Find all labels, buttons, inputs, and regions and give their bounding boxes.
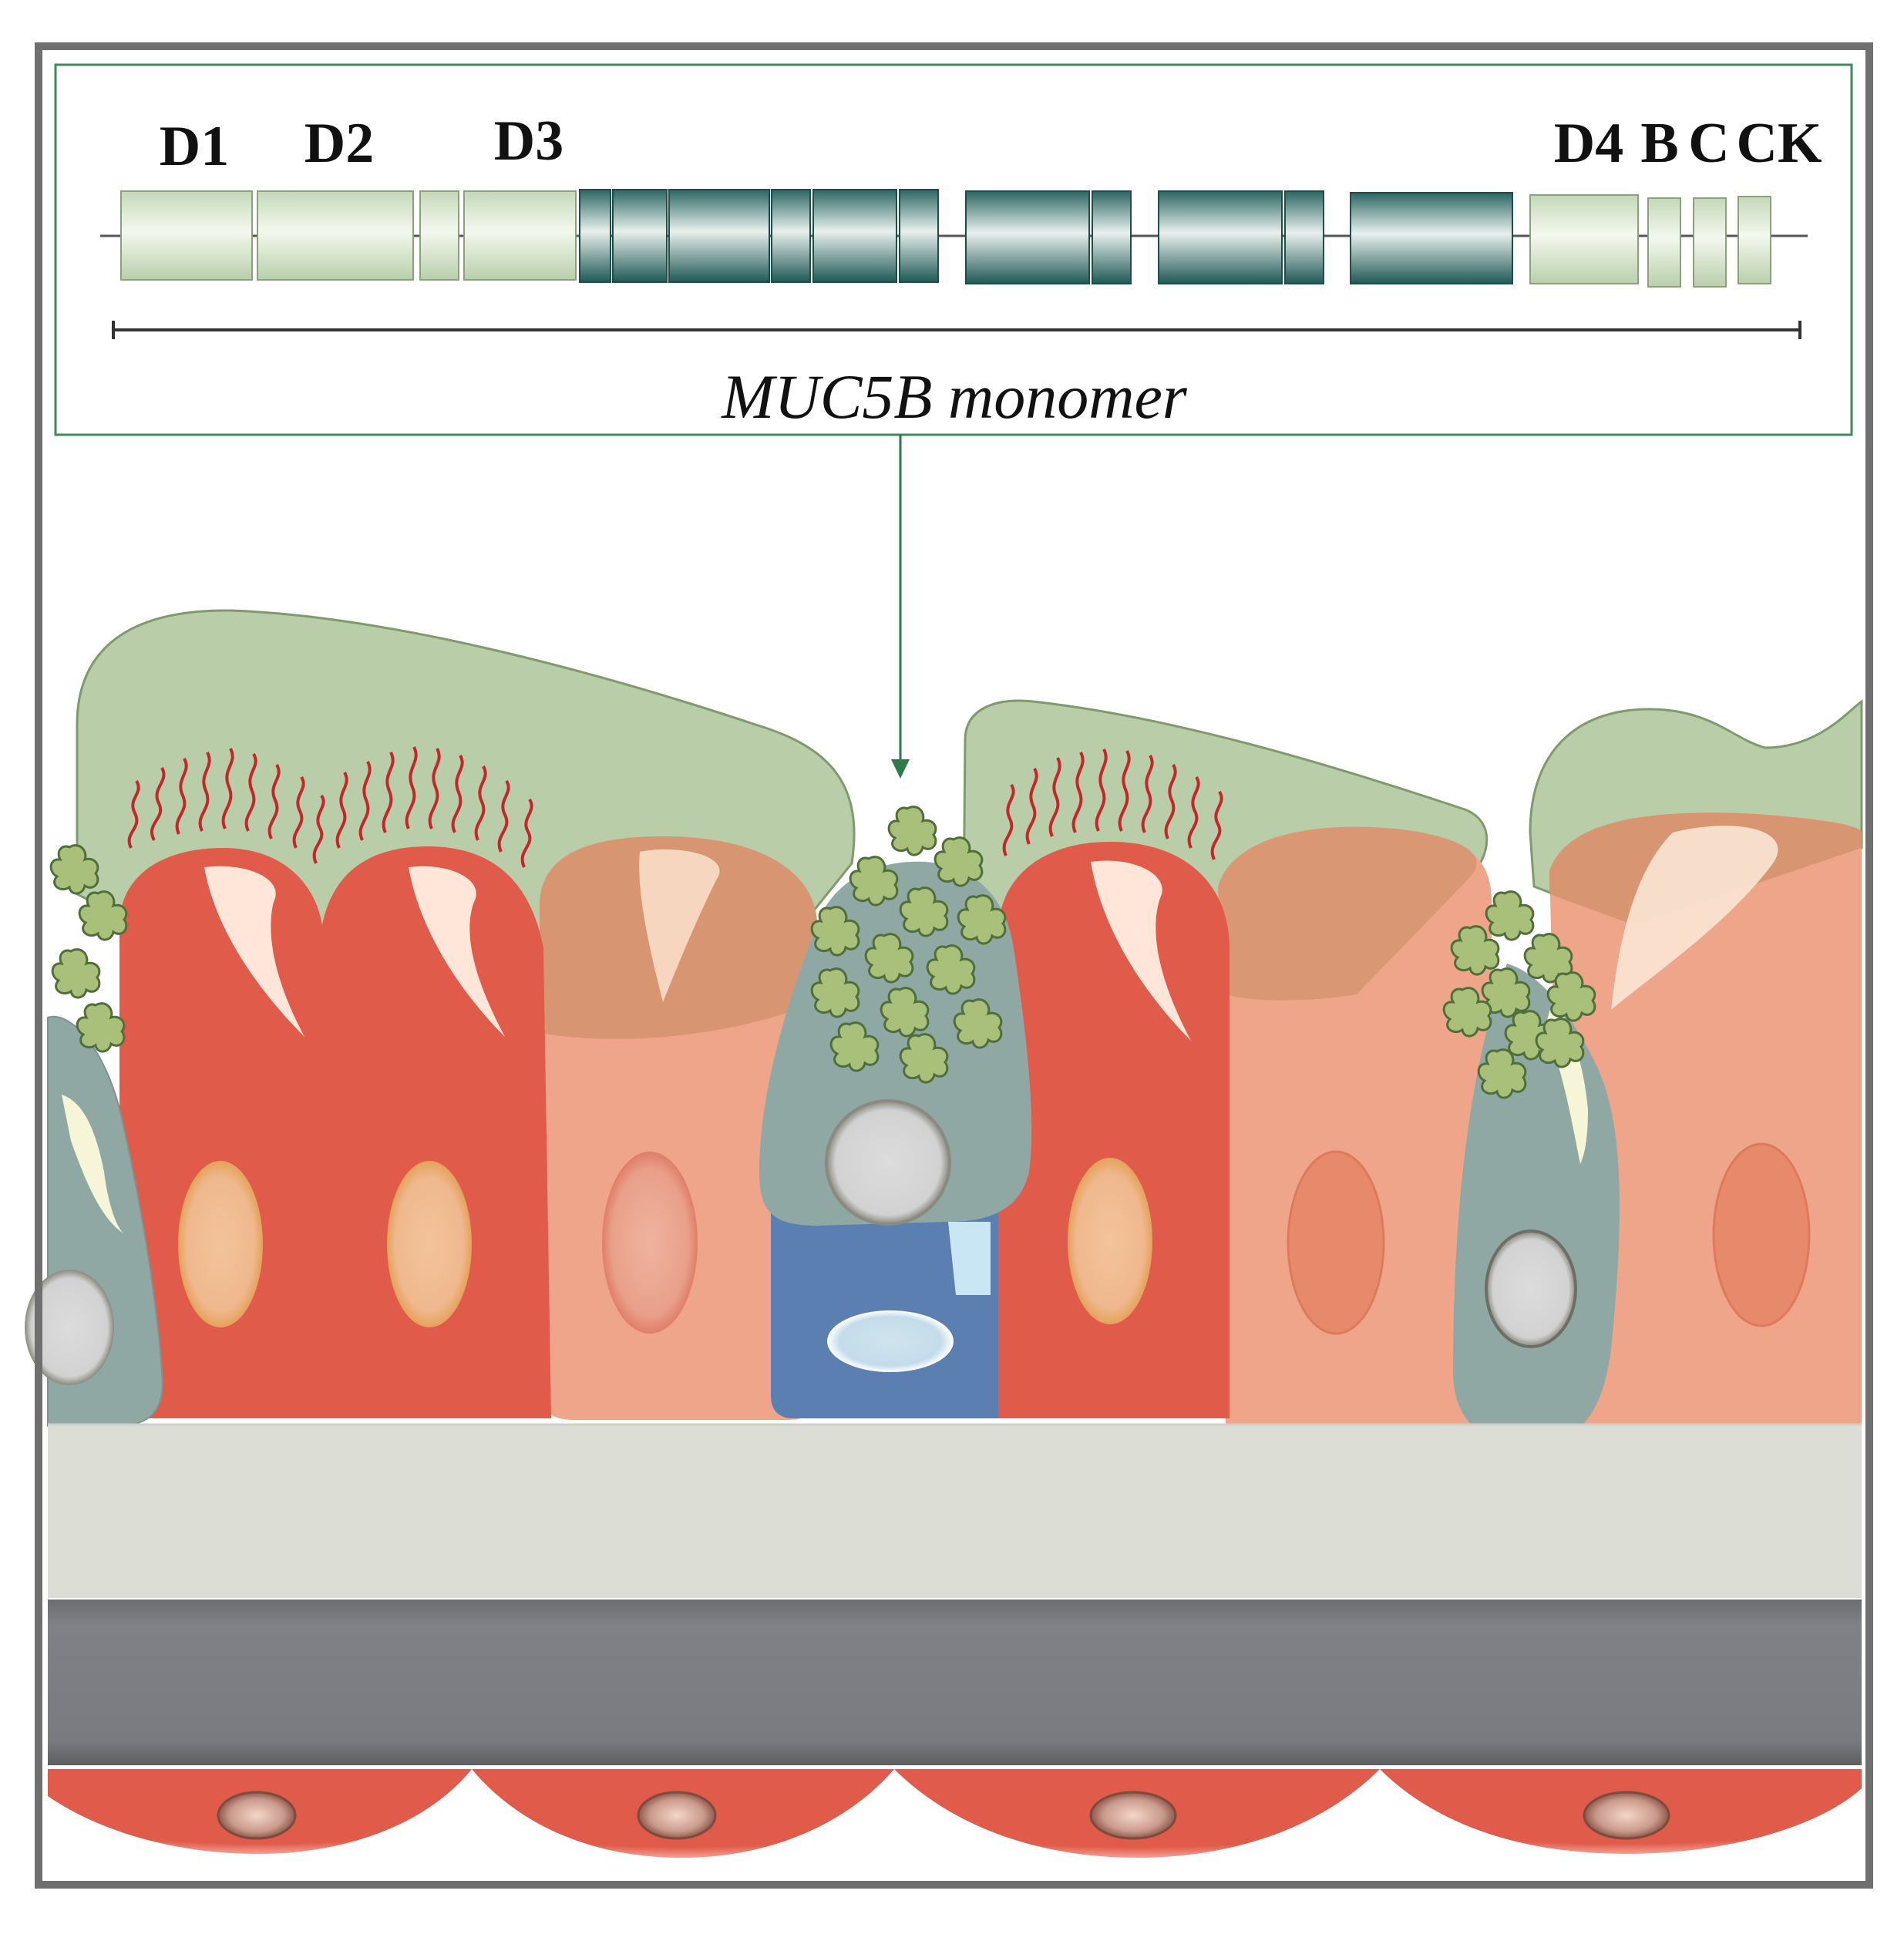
mucin-segment bbox=[965, 190, 1090, 284]
goblet-nucleus bbox=[1485, 1230, 1577, 1348]
basal-nucleus bbox=[827, 1310, 954, 1372]
bottom-nucleus bbox=[217, 1791, 297, 1840]
mucin-segment bbox=[668, 189, 770, 283]
mucin-segment bbox=[812, 189, 897, 283]
domain-d3 bbox=[463, 190, 577, 281]
label-b: B bbox=[1640, 112, 1678, 175]
ciliated-nucleus bbox=[1068, 1158, 1152, 1324]
label-d1: D1 bbox=[160, 115, 229, 178]
domain-d2 bbox=[257, 190, 414, 281]
domain-b bbox=[1647, 197, 1681, 288]
domain-d-prime bbox=[419, 190, 459, 281]
ciliated-cell bbox=[119, 846, 551, 1418]
label-ck: CK bbox=[1737, 112, 1822, 175]
mucin-segment bbox=[1092, 190, 1132, 284]
domain-d1 bbox=[120, 190, 253, 281]
label-c: C bbox=[1688, 112, 1729, 175]
caption-muc5b-monomer: MUC5B monomer bbox=[721, 362, 1188, 432]
bottom-cells bbox=[48, 1769, 1862, 1858]
basal-cell bbox=[771, 1203, 998, 1418]
cilia bbox=[127, 746, 1223, 868]
mucin-segment bbox=[899, 189, 939, 283]
length-scale-bar bbox=[112, 321, 1801, 339]
label-d4: D4 bbox=[1554, 112, 1623, 175]
bottom-nucleus bbox=[637, 1791, 717, 1840]
mucin-segment bbox=[579, 189, 611, 283]
goblet-cell bbox=[759, 861, 1032, 1226]
mucin-segment bbox=[1284, 190, 1324, 284]
submucosa-band bbox=[48, 1600, 1862, 1765]
pointer-arrow bbox=[891, 435, 910, 779]
domain-ck bbox=[1737, 196, 1771, 284]
mucin-segment bbox=[612, 189, 668, 283]
bottom-nucleus bbox=[1089, 1791, 1177, 1840]
mucin-segment bbox=[1350, 192, 1513, 284]
goblet-nucleus bbox=[825, 1099, 951, 1226]
ciliated-cells bbox=[119, 746, 1230, 1418]
mucin-segment bbox=[771, 189, 811, 283]
basement-membrane bbox=[48, 1425, 1862, 1598]
ciliated-cell bbox=[998, 842, 1230, 1418]
label-d3: D3 bbox=[494, 109, 563, 173]
domain-d4 bbox=[1529, 194, 1639, 284]
secretory-nucleus bbox=[602, 1152, 698, 1334]
secretory-nucleus bbox=[1712, 1142, 1811, 1327]
label-d2: D2 bbox=[304, 112, 374, 175]
ciliated-nucleus bbox=[387, 1161, 472, 1327]
secretory-cells bbox=[540, 812, 1862, 1426]
domain-c bbox=[1693, 197, 1727, 288]
ciliated-nucleus bbox=[178, 1161, 263, 1327]
secretory-nucleus bbox=[1287, 1150, 1385, 1335]
muc5b-domain-inset: D1 D2 D3 D4 B C CK MUC5B monomer bbox=[54, 63, 1853, 436]
goblet-nucleus bbox=[25, 1270, 114, 1385]
mucin-segment bbox=[1158, 190, 1283, 284]
bottom-nucleus bbox=[1583, 1791, 1670, 1840]
